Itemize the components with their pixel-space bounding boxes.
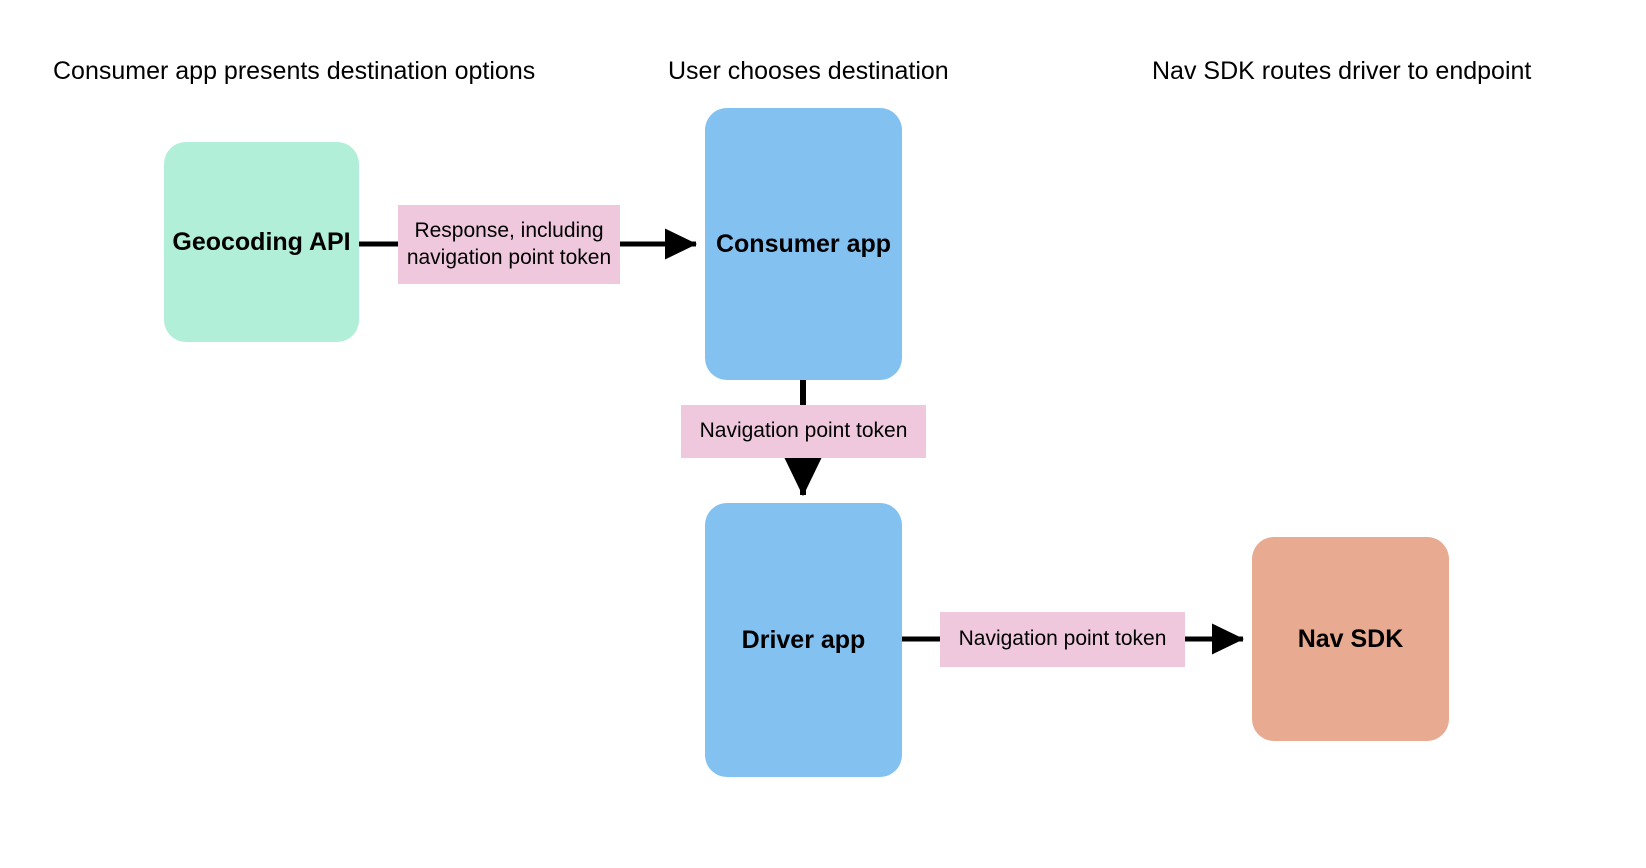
column-header-consumer: Consumer app presents destination option… [53, 57, 536, 85]
edge-label-navigation-point-token-vertical: Navigation point token [681, 405, 926, 458]
node-consumer-app-label: Consumer app [715, 229, 892, 258]
node-nav-sdk[interactable]: Nav SDK [1252, 537, 1449, 741]
edge-label-response-text: Response, including navigation point tok… [406, 219, 612, 269]
node-driver-app-label: Driver app [741, 625, 866, 654]
node-geocoding-api[interactable]: Geocoding API [164, 142, 359, 342]
edge-label-navigation-point-token-horizontal: Navigation point token [940, 612, 1185, 667]
node-consumer-app[interactable]: Consumer app [705, 108, 902, 380]
edge-label-navigation-point-token-vertical-text: Navigation point token [699, 419, 908, 443]
edge-label-navigation-point-token-horizontal-text: Navigation point token [958, 627, 1167, 651]
node-driver-app[interactable]: Driver app [705, 503, 902, 777]
column-header-navsdk: Nav SDK routes driver to endpoint [1152, 57, 1532, 85]
node-nav-sdk-label: Nav SDK [1297, 624, 1404, 653]
edge-label-response: Response, including navigation point tok… [398, 205, 620, 284]
column-header-user: User chooses destination [668, 57, 949, 85]
node-geocoding-api-label: Geocoding API [172, 227, 351, 256]
